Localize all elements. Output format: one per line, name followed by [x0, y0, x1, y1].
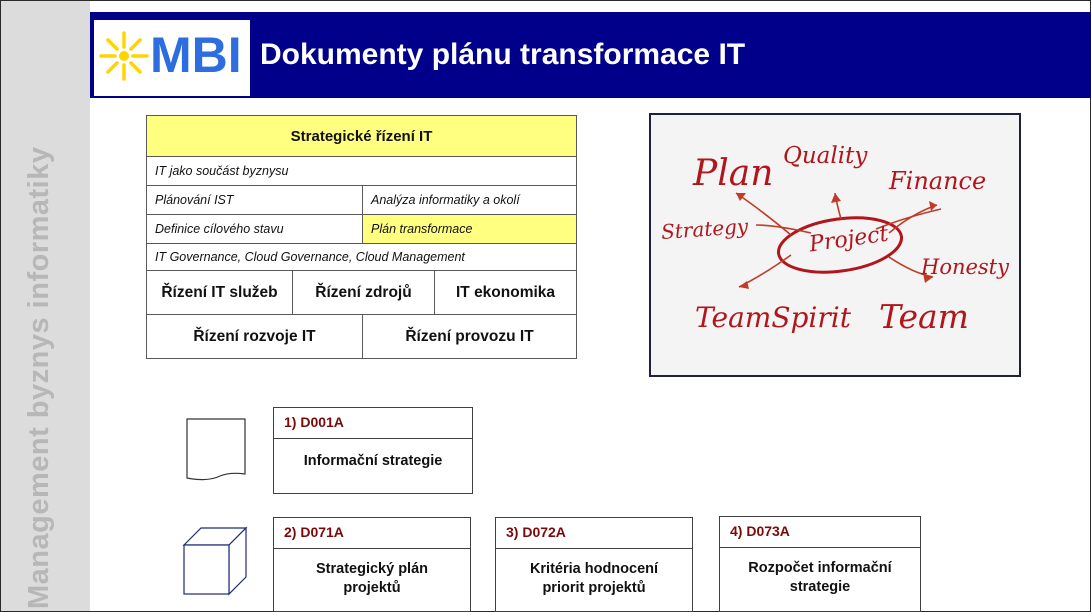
matrix-cell-transformation-plan: Plán transformace — [361, 214, 578, 244]
document-code: 3) D072A — [506, 524, 566, 540]
matrix-title: Strategické řízení IT — [145, 115, 578, 157]
document-code: 2) D071A — [284, 524, 344, 540]
page-title: Dokumenty plánu transformace IT — [260, 38, 746, 71]
document-divider — [274, 438, 472, 439]
document-code: 4) D073A — [730, 523, 790, 539]
matrix-cell-analysis: Analýza informatiky a okolí — [361, 185, 578, 215]
matrix-cell-development: Řízení rozvoje IT — [146, 314, 363, 359]
document-code: 1) D001A — [284, 414, 344, 430]
document-card-d072a[interactable]: 3) D072A Kritéria hodnocení priorit proj… — [495, 517, 693, 612]
matrix-row-it-business: IT jako součást byznysu — [145, 156, 578, 186]
matrix-cell-ist-planning: Plánování IST — [146, 185, 363, 215]
document-label-line1: Strategický plán — [315, 561, 428, 577]
logo-text: MBI — [150, 27, 242, 83]
document-card-d071a[interactable]: 2) D071A Strategický plán projektů — [273, 517, 471, 612]
header-bar: MBI Dokumenty plánu transformace IT — [90, 12, 1091, 98]
document-label-line2: projektů — [343, 580, 401, 596]
word-honesty: Honesty — [921, 255, 1009, 279]
word-finance: Finance — [889, 167, 987, 195]
word-teamspirit: TeamSpirit — [695, 301, 851, 334]
matrix-row-governance: IT Governance, Cloud Governance, Cloud M… — [145, 243, 578, 271]
matrix-cell-it-economics: IT ekonomika — [433, 270, 578, 315]
document-divider — [496, 548, 692, 549]
document-label-line1: Kritéria hodnocení — [529, 561, 659, 577]
document-icon — [186, 418, 246, 481]
matrix-cell-target-state: Definice cílového stavu — [146, 214, 363, 244]
document-divider — [274, 548, 470, 549]
mbi-logo: MBI — [94, 20, 250, 96]
sun-icon — [99, 31, 149, 81]
document-label: Informační strategie — [303, 453, 443, 469]
sidebar: Management byznys informatiky — [1, 1, 90, 611]
matrix-cell-resources: Řízení zdrojů — [292, 270, 435, 315]
it-management-matrix: Strategické řízení IT IT jako součást by… — [145, 115, 578, 359]
document-label-line2: priorit projektů — [542, 580, 646, 596]
matrix-cell-it-services: Řízení IT služeb — [146, 270, 293, 315]
word-quality: Quality — [783, 143, 868, 169]
document-label-line2: strategie — [789, 579, 851, 595]
word-team: Team — [879, 297, 969, 336]
matrix-cell-operations: Řízení provozu IT — [361, 314, 578, 359]
document-card-d001a[interactable]: 1) D001A Informační strategie — [273, 407, 473, 494]
cube-icon — [182, 526, 248, 596]
document-card-d073a[interactable]: 4) D073A Rozpočet informační strategie — [719, 516, 921, 612]
sidebar-vertical-title: Management byznys informatiky — [23, 146, 55, 610]
project-wordcloud-image: Plan Quality Finance Strategy Project Ho… — [649, 113, 1021, 377]
word-plan: Plan — [693, 153, 774, 194]
document-divider — [720, 547, 920, 548]
project-arrows-graphic — [735, 192, 942, 289]
document-label-line1: Rozpočet informační — [748, 560, 892, 576]
